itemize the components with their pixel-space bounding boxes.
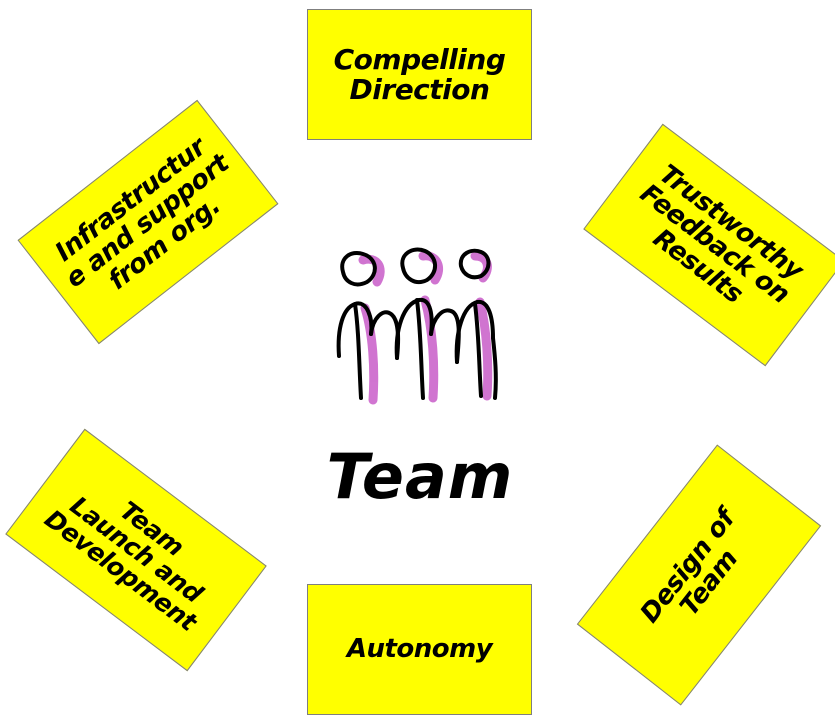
note-infrastructure-support: Infrastructur e and support from org. <box>17 99 279 345</box>
note-trustworthy-feedback: Trustworthy Feedback on Results <box>583 123 835 367</box>
center-label: Team <box>326 440 514 513</box>
note-design-of-team: Design of Team <box>576 444 822 706</box>
note-compelling-direction: Compelling Direction <box>307 9 532 140</box>
note-label: Compelling Direction <box>333 43 506 106</box>
note-label: Team Launch and Development <box>39 490 208 637</box>
note-label: Autonomy <box>346 633 493 664</box>
note-label: Design of Team <box>634 503 745 629</box>
three-people-icon <box>336 247 498 405</box>
note-team-launch-development: Team Launch and Development <box>5 428 267 672</box>
note-label: Infrastructur e and support from org. <box>49 132 235 296</box>
note-autonomy: Autonomy <box>307 584 532 715</box>
note-label: Trustworthy Feedback on Results <box>634 159 809 311</box>
